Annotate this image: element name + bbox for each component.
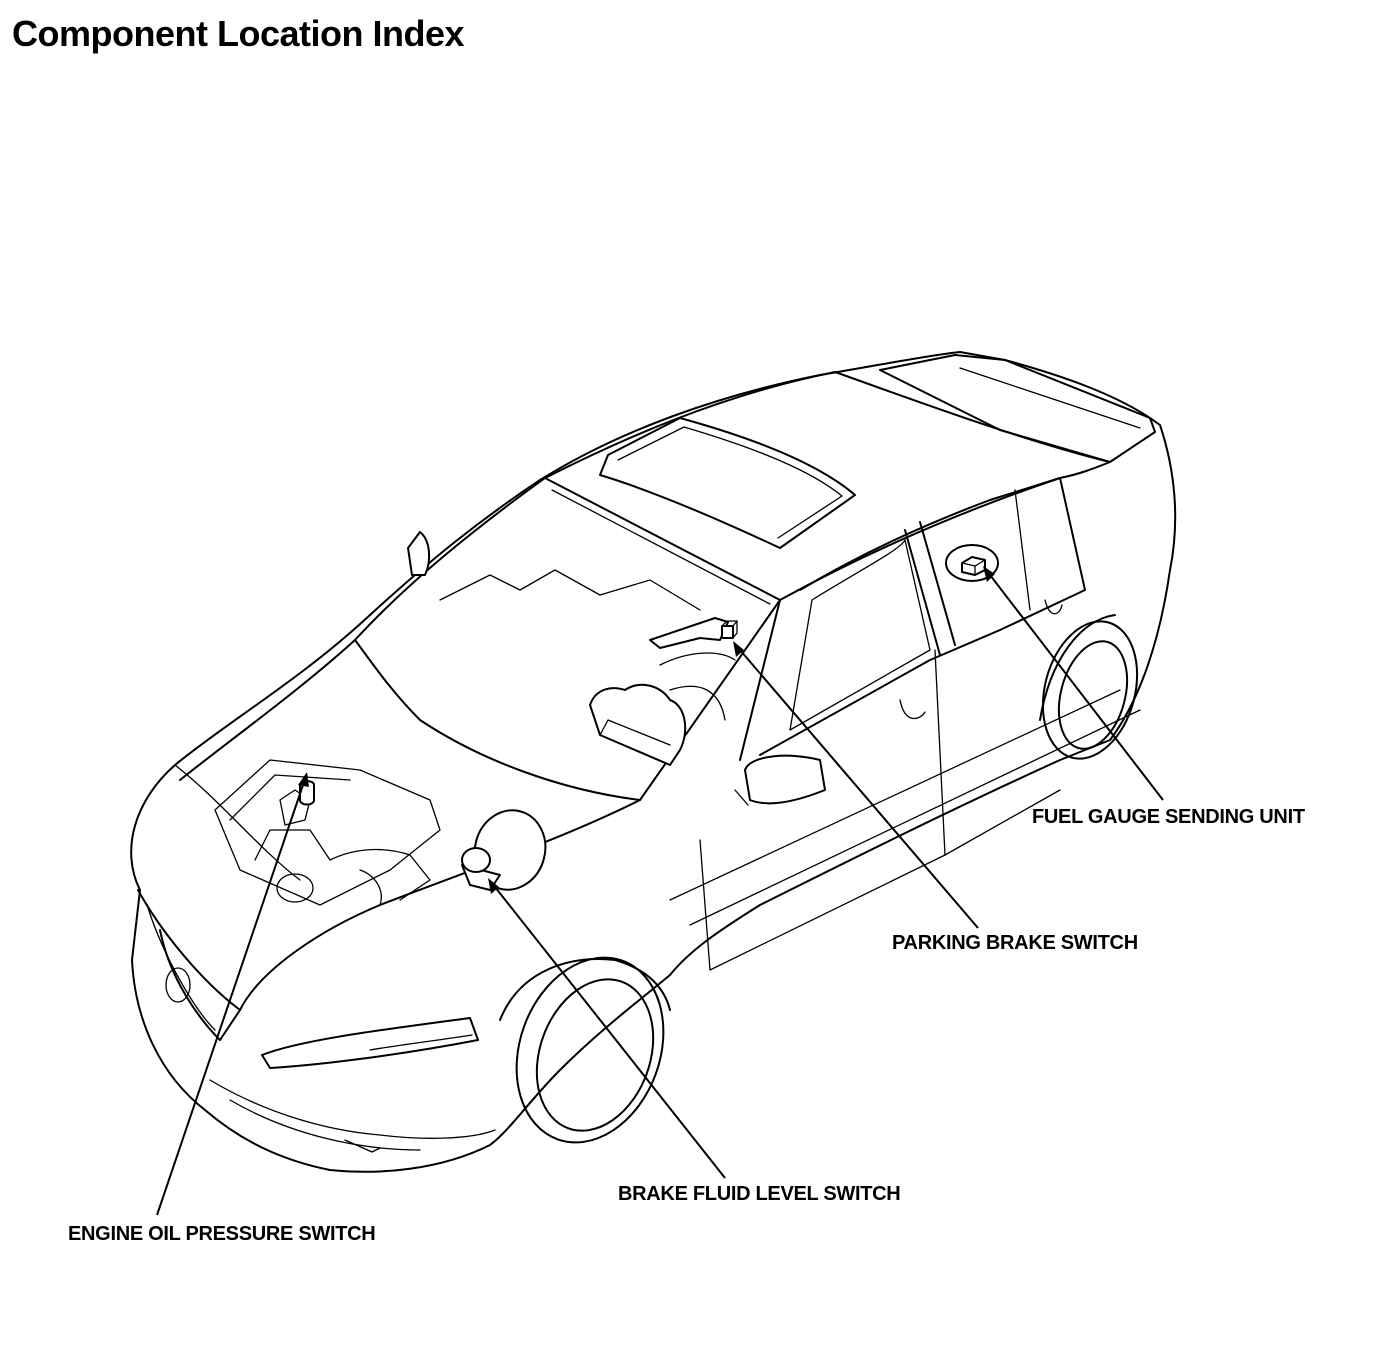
- interior: [589, 617, 736, 766]
- engine-oil-pressure-switch-label: ENGINE OIL PRESSURE SWITCH: [68, 1223, 376, 1245]
- brake-fluid-reservoir-marker: [461, 809, 547, 891]
- page-title: Component Location Index: [12, 13, 465, 54]
- brake-fluid-level-switch-label: BRAKE FLUID LEVEL SWITCH: [618, 1183, 901, 1205]
- fuel-gauge-sending-unit-label: FUEL GAUGE SENDING UNIT: [1032, 806, 1305, 828]
- engine-bay: [214, 759, 441, 906]
- parking-brake-switch-label: PARKING BRAKE SWITCH: [892, 932, 1138, 954]
- leader-lines: [156, 566, 1164, 1216]
- parking-brake-switch-marker: [721, 620, 738, 639]
- car-body-outline: [130, 351, 1177, 1173]
